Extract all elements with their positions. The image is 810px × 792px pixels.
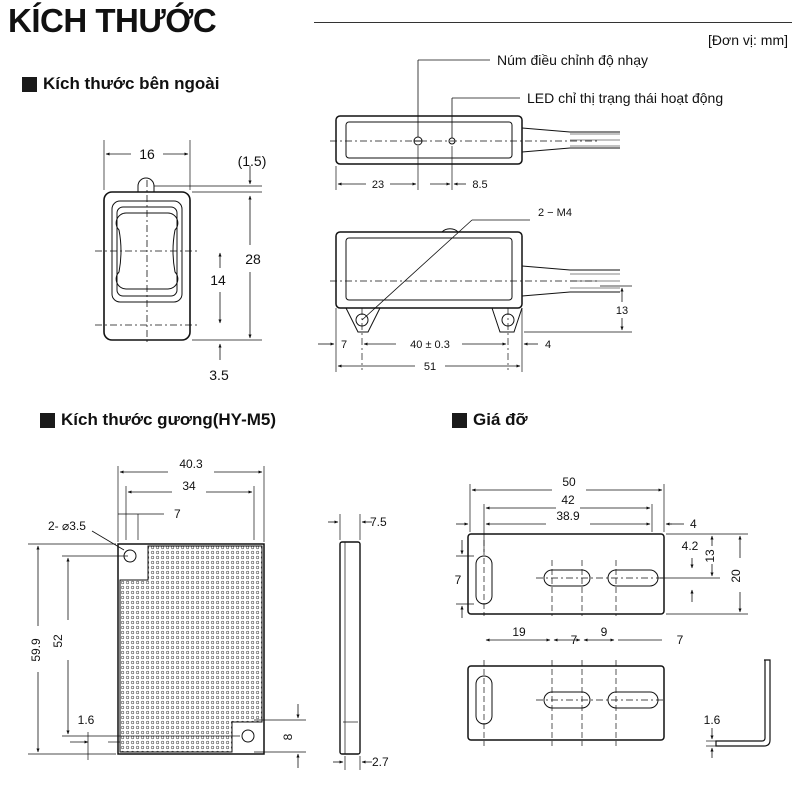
- dim-bracket-4: 4: [690, 517, 697, 531]
- dim-bracket-50: 50: [562, 475, 576, 489]
- dimension-labels-small: 23 8.5 2 − M4 13 7 40 ± 0.3 4 51: [341, 179, 628, 373]
- dim-front-bottom: 3.5: [209, 367, 229, 383]
- dim-top-led: 8.5: [472, 179, 487, 191]
- sensor-front-view: [95, 140, 262, 360]
- dim-mirror-8: 8: [281, 733, 295, 740]
- section-bracket-label: Giá đỡ: [473, 410, 528, 429]
- dim-bracket-7-vertical: 7: [455, 573, 462, 587]
- dim-mirror-inner-height: 52: [51, 634, 65, 648]
- section-external-label: Kích thước bên ngoài: [43, 74, 220, 93]
- sensor-top-view: [330, 59, 620, 190]
- bracket-dimension-labels: 50 42 38.9 4 4.2 13 20 7 19 7 9 7 1.6: [455, 475, 743, 727]
- dim-bracket-20: 20: [729, 569, 743, 583]
- bracket-profile-view: [706, 659, 771, 758]
- bullet-square-icon: [22, 76, 37, 92]
- dim-mirror-27: 2.7: [372, 755, 389, 769]
- mirror-side-view: [328, 514, 372, 770]
- dim-bracket-13: 13: [703, 549, 717, 563]
- dim-side-screw: 2 − M4: [538, 207, 572, 219]
- dim-mirror-height: 59.9: [29, 638, 43, 662]
- dim-mirror-16: 1.6: [78, 713, 95, 727]
- dim-bracket-7a: 7: [571, 633, 578, 647]
- section-bracket-heading: Giá đỡ: [452, 410, 528, 430]
- dim-side-pitch: 40 ± 0.3: [410, 339, 450, 351]
- mirror-dimension-labels: 40.3 34 2- ⌀3.5 7 1.6 7.5 2.7 59.9 52 8: [29, 457, 389, 769]
- dim-top-knob: 23: [372, 179, 384, 191]
- dim-bracket-9: 9: [601, 625, 608, 639]
- dim-mirror-thickness: 7.5: [370, 515, 387, 529]
- unit-label: [Đơn vị: mm]: [708, 32, 788, 48]
- dim-side-total: 51: [424, 361, 436, 373]
- mirror-front-view: [28, 466, 306, 768]
- section-mirror-heading: Kích thước gương(HY-M5): [40, 410, 276, 430]
- dim-mirror-hole-offset: 7: [174, 507, 181, 521]
- dim-bracket-7b: 7: [677, 633, 684, 647]
- dim-bracket-42b: 4.2: [682, 539, 699, 553]
- callout-led: LED chỉ thị trạng thái hoạt động: [527, 90, 724, 106]
- sensor-side-view: [318, 219, 632, 372]
- dim-side-13: 13: [616, 305, 628, 317]
- dim-bracket-42: 42: [561, 493, 575, 507]
- dim-bracket-19: 19: [512, 625, 526, 639]
- page-title: KÍCH THƯỚC: [8, 2, 217, 39]
- dim-mirror-inner: 34: [182, 479, 196, 493]
- dim-front-height: 28: [245, 251, 261, 267]
- bracket-top-view: [467, 660, 666, 746]
- dim-front-top-gap: (1.5): [238, 153, 267, 169]
- bullet-square-icon: [40, 412, 55, 428]
- section-mirror-label: Kích thước gương(HY-M5): [61, 410, 277, 429]
- section-external-heading: Kích thước bên ngoài: [22, 74, 219, 94]
- dim-front-center: 14: [210, 272, 226, 288]
- dim-mirror-hole: 2- ⌀3.5: [48, 519, 86, 533]
- dim-side-right: 4: [545, 339, 551, 351]
- title-divider: [314, 22, 792, 23]
- dim-bracket-16: 1.6: [704, 713, 721, 727]
- dim-front-width: 16: [139, 146, 155, 162]
- bullet-square-icon: [452, 412, 467, 428]
- callout-sensitivity-knob: Núm điều chỉnh độ nhạy: [497, 52, 648, 68]
- dimension-labels: 16 (1.5) 28 14 3.5: [139, 146, 266, 383]
- bracket-side-view: [456, 484, 748, 642]
- dim-bracket-389: 38.9: [556, 509, 580, 523]
- dim-side-left: 7: [341, 339, 347, 351]
- dim-mirror-width: 40.3: [179, 457, 203, 471]
